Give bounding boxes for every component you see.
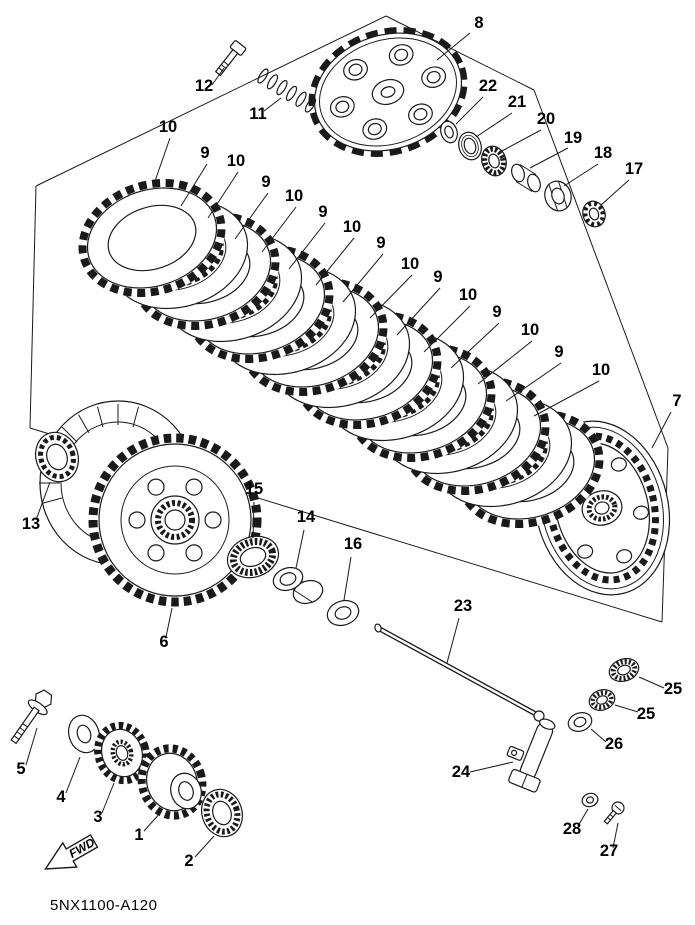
callout-8: 8 — [474, 14, 483, 32]
push-rod — [374, 623, 545, 722]
callout-18: 18 — [594, 144, 612, 162]
fwd-arrow: FWD — [44, 833, 99, 870]
callout-20: 20 — [537, 110, 555, 128]
callout-9-1: 9 — [200, 144, 209, 162]
callout-4: 4 — [56, 788, 66, 806]
callout-27: 27 — [600, 842, 618, 860]
callout-10-8: 10 — [592, 361, 610, 379]
pressure-plate — [308, 27, 468, 157]
callout-25-upper: 25 — [664, 680, 682, 698]
callout-9-3: 9 — [318, 203, 327, 221]
callout-9-2: 9 — [261, 173, 270, 191]
callout-3: 3 — [93, 808, 102, 826]
callout-6: 6 — [159, 633, 168, 651]
callouts: 8 12 11 22 21 20 19 18 17 10 10 10 10 10… — [16, 14, 682, 870]
oil-seal-26 — [567, 712, 593, 732]
callout-21: 21 — [508, 93, 526, 111]
callout-28: 28 — [563, 820, 581, 838]
callout-10-4: 10 — [343, 218, 361, 236]
bearing-25-lower — [588, 689, 616, 711]
gear-1 — [137, 744, 207, 820]
callout-10-6: 10 — [459, 286, 477, 304]
callout-12: 12 — [195, 77, 213, 95]
callout-10-7: 10 — [521, 321, 539, 339]
washer-13 — [34, 431, 80, 483]
collar-19 — [511, 163, 541, 193]
needle-bearing-15 — [226, 535, 280, 579]
callout-11: 11 — [249, 105, 266, 123]
drawing-code: 5NX1100-A120 — [50, 897, 157, 914]
callout-13: 13 — [22, 515, 40, 533]
callout-5: 5 — [16, 760, 25, 778]
clutch-boss — [88, 433, 262, 607]
washer-21 — [458, 131, 482, 161]
clutch-spring — [257, 68, 317, 113]
callout-23: 23 — [454, 597, 472, 615]
bolt-5 — [10, 689, 53, 745]
washer-4 — [67, 714, 101, 754]
lock-washer-17 — [582, 200, 606, 228]
pressure-plate-posts — [329, 44, 447, 140]
callout-1: 1 — [134, 826, 143, 844]
callout-17: 17 — [625, 160, 643, 178]
callout-24: 24 — [452, 763, 471, 781]
callout-10-2: 10 — [227, 152, 245, 170]
callout-26: 26 — [605, 735, 623, 753]
callout-10-3: 10 — [285, 187, 303, 205]
callout-9-5: 9 — [433, 268, 442, 286]
callout-9-4: 9 — [376, 234, 385, 252]
bearing-20 — [481, 145, 507, 177]
bearing-2 — [200, 788, 244, 838]
washer-22 — [440, 120, 458, 144]
screw-27 — [603, 801, 625, 825]
spring-bolt — [214, 40, 247, 77]
callout-2: 2 — [184, 852, 193, 870]
callout-16: 16 — [344, 535, 362, 553]
washer-16 — [326, 599, 360, 627]
callout-25-lower: 25 — [637, 705, 655, 723]
push-lever — [506, 718, 556, 793]
callout-15: 15 — [245, 480, 263, 498]
gear-3 — [94, 721, 150, 785]
callout-9-7: 9 — [554, 343, 563, 361]
washer-28 — [581, 792, 599, 808]
callout-19: 19 — [564, 129, 582, 147]
bearing-25-upper — [608, 657, 640, 683]
callout-22: 22 — [479, 77, 497, 95]
callout-10-1: 10 — [159, 118, 177, 136]
nut-18 — [544, 180, 572, 212]
callout-7: 7 — [672, 392, 681, 410]
callout-9-6: 9 — [492, 303, 501, 321]
collar-14 — [272, 566, 324, 605]
callout-14: 14 — [297, 508, 316, 526]
callout-10-5: 10 — [401, 255, 419, 273]
